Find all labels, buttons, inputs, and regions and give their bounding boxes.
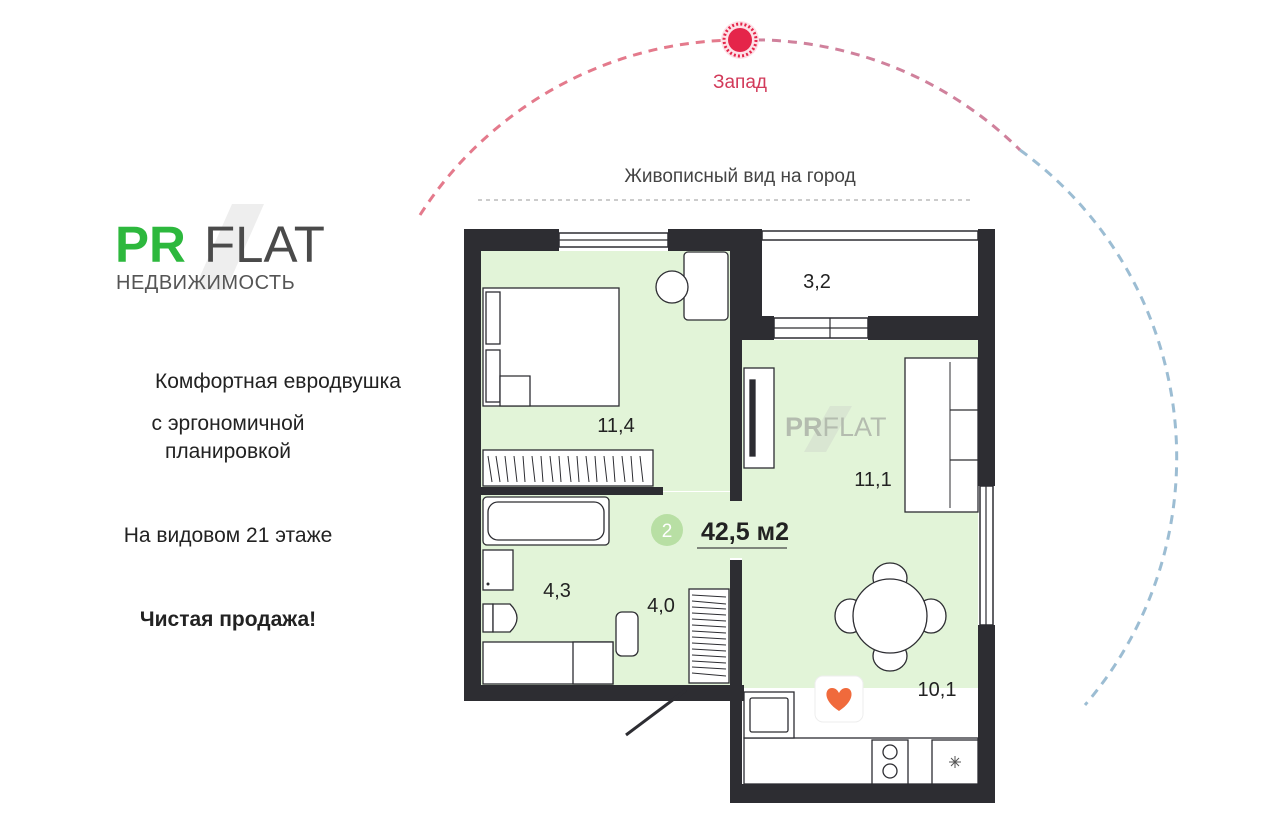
toilet [492,603,518,633]
sale-info: Чистая продажа! [139,608,317,631]
tv-stand [743,367,775,469]
favorite-heart-icon[interactable] [814,675,864,723]
kitchen-sink [749,697,789,733]
brand-name-bold: PR [115,216,186,273]
desk [683,251,729,321]
total-area-badge: 2 42,5 м2 [651,514,789,549]
desk-chair [655,270,689,304]
description-line-1: Комфортная евродвушка [155,370,401,393]
room-area-balcony: 3,2 [803,271,831,293]
brand-subtitle: НЕДВИЖИМОСТЬ [116,272,295,294]
compass-direction-label: Запад [713,72,767,93]
balcony-floor [762,240,978,316]
hall-wardrobe [688,588,730,684]
bed-pillow-1 [485,291,501,345]
compass-arc-top-right [739,38,1022,152]
sun-icon [721,21,759,59]
room-area-bathroom: 4,3 [543,580,571,602]
room-area-bedroom: 11,4 [597,415,634,437]
compass-arc [418,38,1179,706]
compass-arc-left [418,38,741,216]
hall-bench [615,611,639,657]
description-line-3: планировкой [165,440,291,463]
description-line-2: с эргономичной [151,412,305,435]
brand-logo: PR FLAT НЕДВИЖИМОСТЬ [115,204,325,294]
room-area-hall: 4,0 [647,595,675,617]
walls [464,229,995,803]
living-furniture [743,357,979,513]
dining-table [834,562,947,672]
snowflake-icon [949,756,961,768]
watermark-logo: PRFLAT [785,406,887,452]
rooms-count-badge: 2 [662,521,673,542]
wardrobe-hangers [487,455,644,483]
floor-info: На видовом 21 этаже [123,524,333,547]
compass-arc-right [1019,148,1179,706]
windows [558,230,994,626]
bedroom-furniture [482,251,729,487]
bed-blanket-fold [499,375,531,407]
view-label: Живописный вид на город [624,166,855,187]
wardrobe [482,449,654,487]
entrance-door [625,688,687,737]
sofa [904,357,979,513]
room-area-kitchen: 10,1 [918,679,957,701]
brand-name-light: FLAT [204,216,325,273]
washing-machine [572,641,614,685]
total-area-value: 42,5 м2 [701,518,789,546]
bathroom-furniture [482,496,639,685]
svg-text:PRFLAT: PRFLAT [785,412,887,442]
room-area-living: 11,1 [854,469,891,491]
